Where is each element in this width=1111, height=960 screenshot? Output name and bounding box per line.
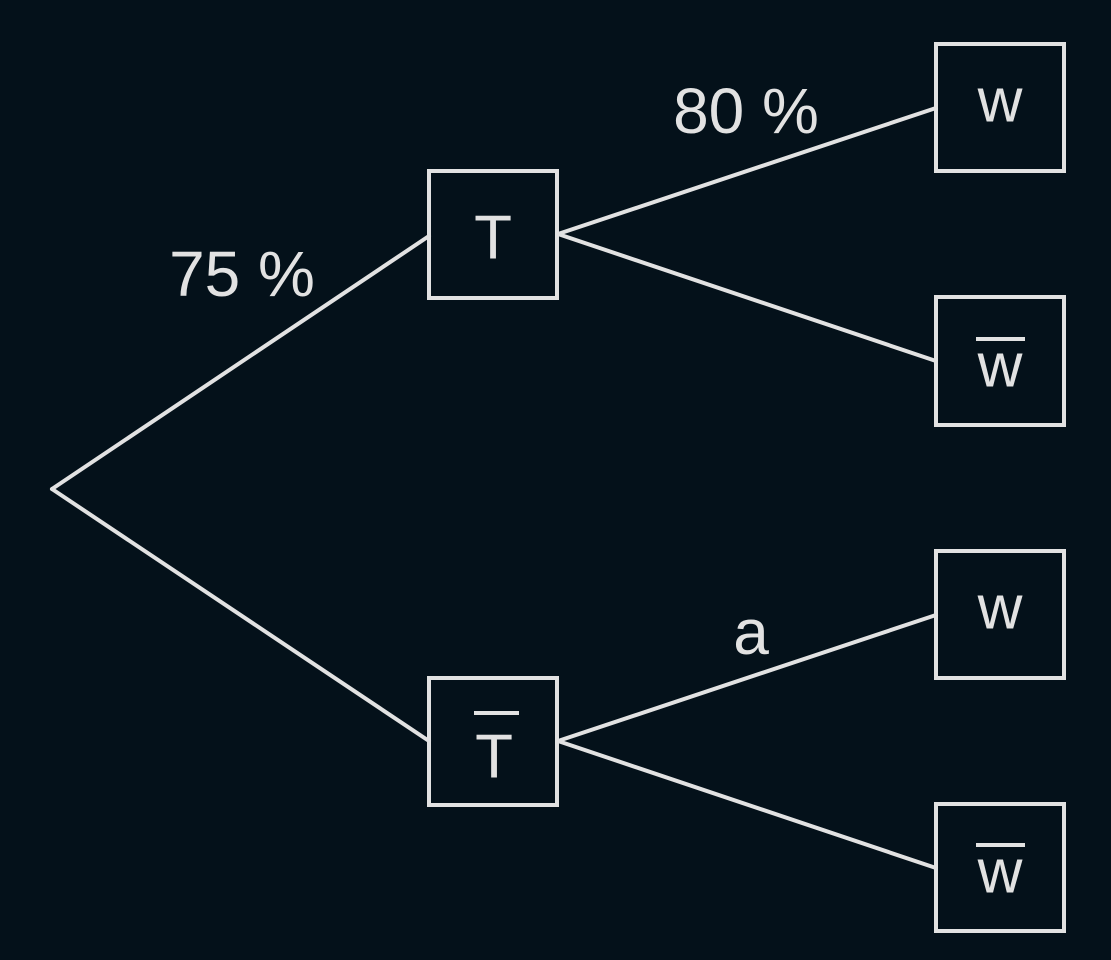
node-t-label: T (474, 204, 512, 273)
edge-t-to-w (556, 106, 938, 236)
node-w-bar-top-box (934, 295, 1066, 427)
node-w-bar-bottom: w (934, 802, 1066, 933)
edge-label-t-bar-to-w: a (733, 596, 769, 668)
node-t-box (427, 169, 559, 300)
node-w-bottom: w (934, 549, 1066, 680)
node-w-bar-bottom-box (934, 802, 1066, 933)
edge-t-bar-to-w-bar (556, 739, 938, 870)
node-w-bottom-box (934, 549, 1066, 680)
node-w-bar-top-label: w (977, 332, 1023, 401)
edge-t-bar-to-w (556, 613, 938, 743)
node-w-top-box (934, 42, 1066, 173)
node-w-top: w (934, 42, 1066, 173)
node-w-bar-bottom-label: w (977, 838, 1023, 907)
edge-root-to-t (50, 234, 431, 491)
node-w-bar-top: w (934, 295, 1066, 427)
node-t-bar: T (427, 676, 559, 807)
node-t-bar-box (427, 676, 559, 807)
edge-label-t-to-w: 80 % (673, 75, 819, 147)
edge-t-to-w-bar (556, 232, 938, 363)
node-t: T (427, 169, 559, 300)
node-t-bar-label: T (475, 723, 513, 792)
node-w-top-label: w (977, 67, 1023, 136)
edge-label-root-to-t: 75 % (169, 238, 315, 310)
node-w-bottom-label: w (977, 574, 1023, 643)
edge-root-to-t-bar (50, 487, 431, 743)
